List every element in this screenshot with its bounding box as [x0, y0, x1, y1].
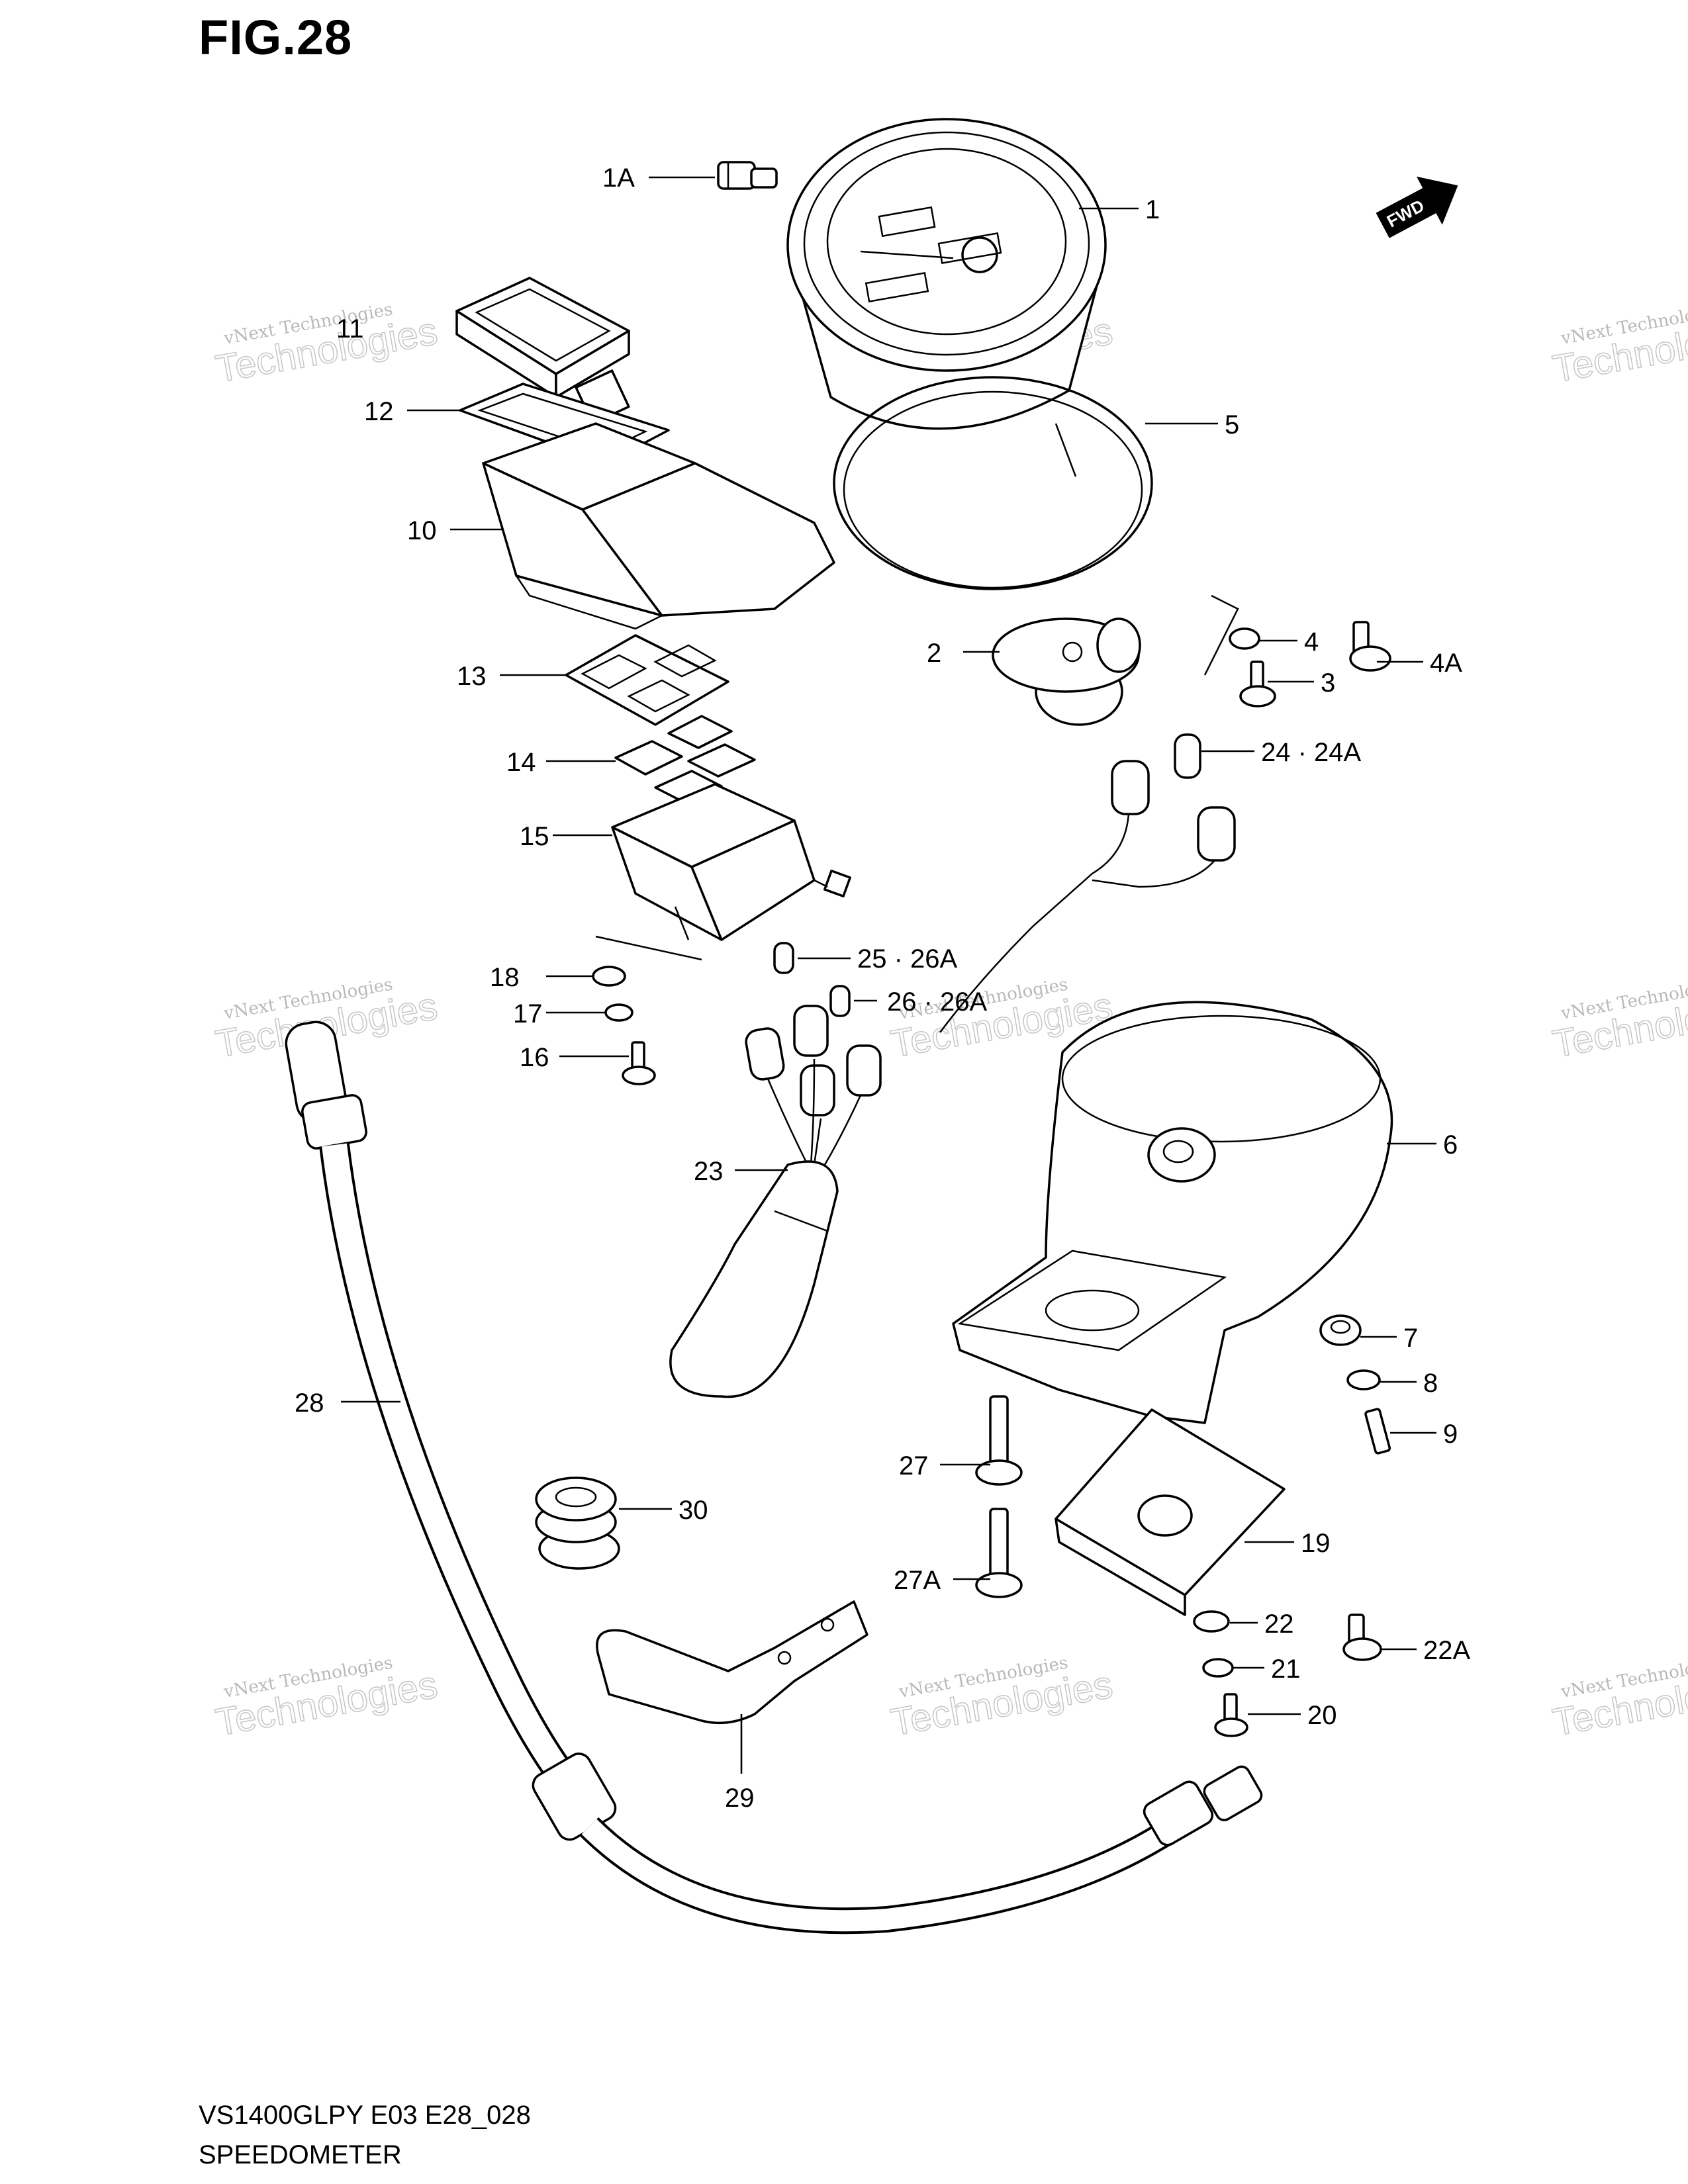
callout-label: 6: [1443, 1130, 1458, 1160]
part-17-washer: [604, 1003, 633, 1022]
section-title: SPEEDOMETER: [199, 2140, 402, 2169]
part-5-gasket: [833, 376, 1153, 590]
part-26-bulb: [829, 985, 851, 1017]
part-2-trip-mount: [992, 617, 1141, 726]
part-22-washer: [1193, 1610, 1230, 1633]
part-28-cable: [285, 1021, 1263, 1934]
watermark: vNext Technologies Technologies: [1549, 299, 1688, 391]
watermark: vNext Technologies Technologies: [212, 299, 441, 391]
callout-label: 27: [899, 1451, 929, 1480]
part-27a-bolt: [975, 1508, 1023, 1598]
watermark: vNext Technologies Technologies: [1549, 1653, 1688, 1745]
callout-label: 26 · 26A: [887, 987, 988, 1017]
watermark: vNext Technologies Technologies: [212, 1653, 441, 1745]
callout-label: 16: [520, 1043, 549, 1072]
callout-label: 20: [1307, 1701, 1337, 1730]
callout-label: 23: [694, 1157, 724, 1186]
callout-label: 27A: [894, 1566, 941, 1595]
part-1a-sensor: [717, 161, 778, 190]
part-21-washer: [1202, 1658, 1234, 1678]
part-22a-bolt: [1342, 1614, 1382, 1661]
part-29-bracket: [596, 1600, 868, 1725]
callout-label: 28: [295, 1388, 324, 1418]
callout-label: 19: [1301, 1529, 1331, 1558]
part-15-indicator-base: [611, 783, 851, 941]
leader-lines: [341, 176, 1436, 1774]
callout-label: 2: [927, 639, 941, 668]
callout-label: 24 · 24A: [1261, 738, 1362, 767]
fwd-arrow-icon: FWD: [1376, 176, 1458, 238]
part-4a-bolt: [1349, 621, 1391, 672]
callout-label: 11: [336, 314, 364, 343]
callout-labels: 1A 1 11 12 10 5 2 4 4A 3 24 · 24A 13 14 …: [295, 163, 1470, 1813]
part-7-nut: [1319, 1314, 1362, 1346]
callout-label: 18: [490, 963, 520, 992]
callout-label: 15: [520, 822, 549, 851]
part-16-screw: [622, 1041, 656, 1085]
part-14-indicator-lenses: [614, 715, 756, 804]
callout-label: 9: [1443, 1420, 1458, 1449]
part-1-speedometer: [786, 118, 1107, 477]
part-11-lens: [455, 277, 630, 425]
part-13-gasket-grid: [565, 634, 729, 726]
callout-label: 17: [513, 999, 543, 1028]
callout-label: 25 · 26A: [857, 944, 958, 974]
callout-label: 21: [1271, 1655, 1301, 1684]
part-20-screw: [1214, 1693, 1248, 1737]
part-27-bolt: [975, 1395, 1023, 1486]
part-24-bulbs-harness: [939, 733, 1236, 1033]
part-23-wire-harness: [669, 1005, 882, 1398]
part-18-washer: [592, 966, 626, 987]
callout-label: 3: [1321, 668, 1335, 698]
part-8-washer: [1346, 1369, 1381, 1390]
part-19-cover: [1055, 1408, 1286, 1616]
watermark: vNext Technologies Technologies: [887, 1653, 1116, 1745]
callout-label: 10: [407, 516, 437, 545]
callout-label: 30: [679, 1496, 708, 1525]
part-3-screw: [1239, 660, 1276, 707]
callout-label: 1A: [602, 163, 635, 193]
part-25-bulb: [773, 942, 794, 974]
callout-label: 5: [1225, 410, 1239, 439]
figure-title: FIG.28: [199, 10, 353, 65]
part-6-meter-case: [952, 1001, 1393, 1424]
model-code: VS1400GLPY E03 E28_028: [199, 2101, 531, 2130]
callout-label: 12: [364, 397, 394, 426]
callout-label: 13: [457, 662, 487, 691]
callout-label: 4: [1304, 627, 1319, 657]
callout-label: 22: [1264, 1610, 1294, 1639]
callout-label: 22A: [1423, 1636, 1470, 1665]
part-10-housing: [482, 422, 835, 630]
watermark: vNext Technologies Technologies: [1549, 974, 1688, 1066]
callout-label: 29: [725, 1784, 755, 1813]
part-4-washer: [1229, 627, 1260, 650]
callout-label: 7: [1403, 1324, 1418, 1353]
callout-label: 1: [1145, 195, 1160, 224]
break-lines: [595, 594, 1239, 961]
part-9-screw: [1364, 1408, 1391, 1455]
callout-label: 4A: [1430, 649, 1462, 678]
callout-label: 14: [506, 748, 536, 777]
part-30-grommet: [535, 1477, 620, 1570]
callout-label: 8: [1423, 1369, 1438, 1398]
